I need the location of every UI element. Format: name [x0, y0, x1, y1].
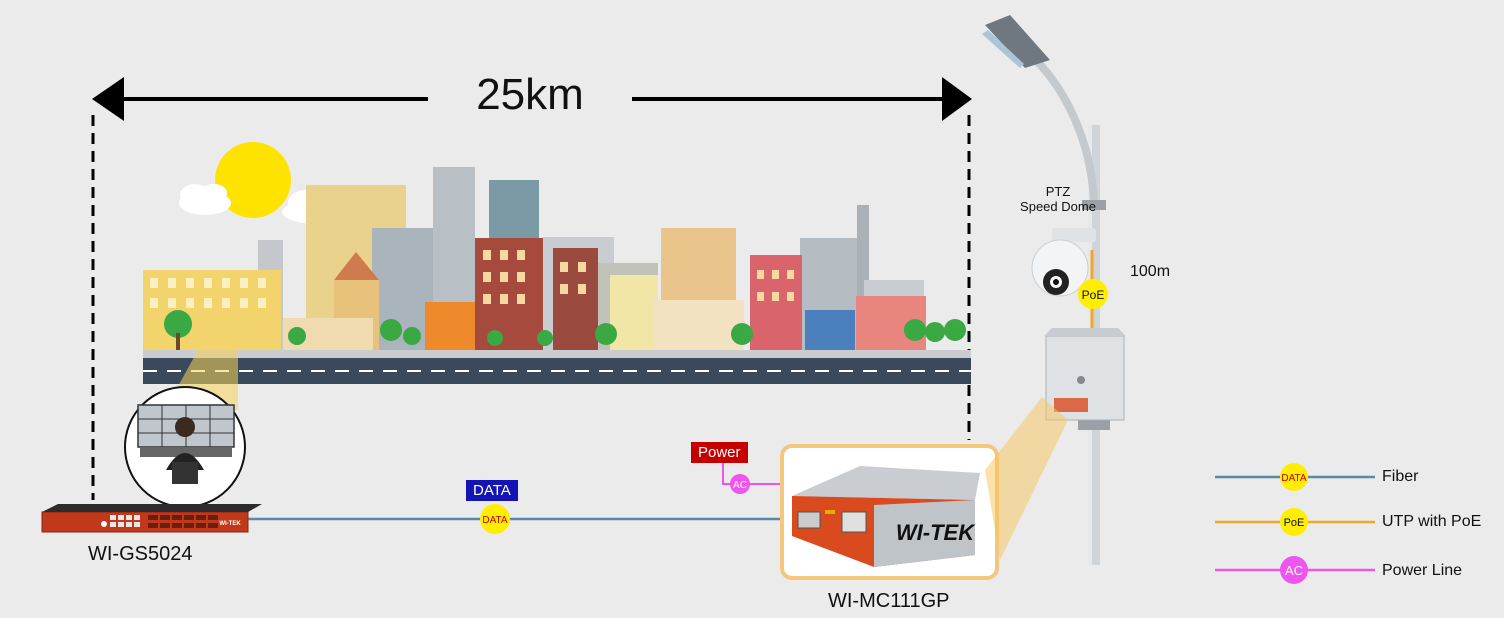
cable-length-label: 100m [1130, 263, 1171, 280]
legend-poe: PoE [1215, 508, 1375, 536]
outdoor-cabinet-icon [1044, 328, 1126, 421]
legend-fiber: DATA [1215, 463, 1375, 491]
media-converter-icon [780, 444, 999, 580]
power-tag: Power [691, 442, 748, 463]
distance-label: 25km [476, 70, 584, 119]
svg-text:PoE: PoE [1284, 517, 1305, 529]
camera-label-line1: PTZ [1045, 184, 1071, 199]
legend-power-label: Power Line [1382, 562, 1463, 579]
ac-marker-icon: AC [730, 474, 750, 494]
converter-brand-text: WI-TEK [896, 520, 976, 545]
data-marker-icon: DATA [480, 504, 510, 534]
switch-brand-text: WI-TEK [219, 521, 241, 527]
monitoring-operator-icon [124, 386, 246, 508]
sun-icon [215, 142, 291, 218]
ptz-camera-icon [1031, 228, 1096, 297]
poe-marker-icon: PoE [1078, 279, 1108, 309]
switch-device-icon [41, 504, 262, 533]
svg-text:DATA: DATA [482, 515, 508, 526]
distance-arrow [92, 77, 972, 121]
converter-highlight-beam [985, 397, 1068, 560]
converter-label: WI-MC111GP [828, 590, 950, 612]
svg-text:AC: AC [733, 480, 747, 491]
svg-text:AC: AC [1285, 563, 1303, 578]
legend-fiber-label: Fiber [1382, 468, 1419, 485]
power-line [722, 462, 785, 485]
data-tag: DATA [466, 480, 518, 501]
legend-power: AC [1215, 556, 1375, 584]
legend-poe-label: UTP with PoE [1382, 513, 1482, 530]
city-illustration [143, 142, 971, 384]
switch-label: WI-GS5024 [88, 543, 193, 565]
svg-text:DATA: DATA [1281, 473, 1307, 484]
camera-label-line2: Speed Dome [1020, 199, 1096, 214]
svg-text:PoE: PoE [1082, 288, 1105, 302]
cloud-icon [179, 184, 231, 215]
camera-label: PTZ Speed Dome [998, 184, 1118, 214]
